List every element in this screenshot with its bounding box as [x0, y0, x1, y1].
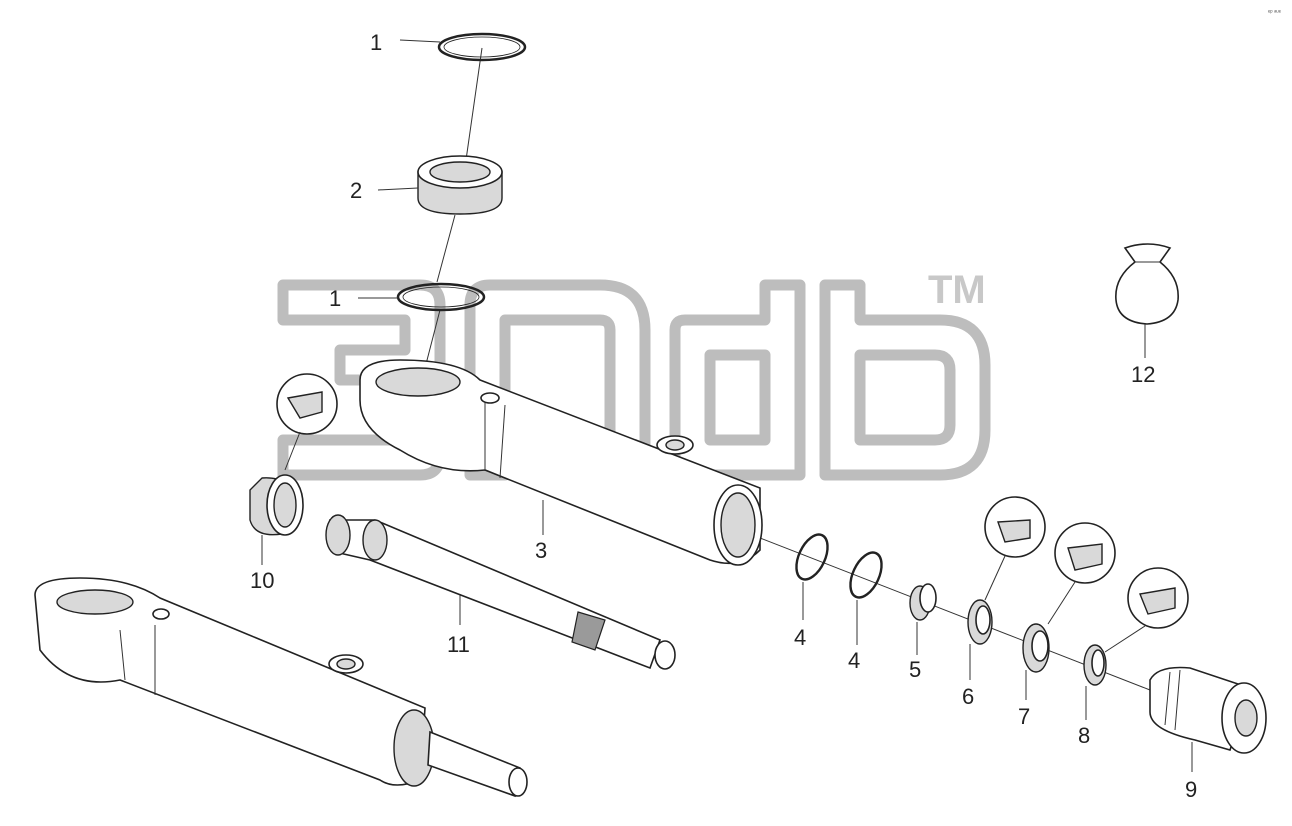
axis-line-top [465, 47, 483, 161]
callout-12: 12 [1131, 362, 1155, 387]
callout-3: 3 [535, 538, 547, 563]
bushing [417, 155, 503, 215]
retaining-ring-middle [396, 282, 486, 312]
callout-7: 7 [1018, 704, 1030, 729]
callout-1-top: 1 [370, 30, 382, 55]
callout-2: 2 [350, 178, 362, 203]
sleeve [249, 474, 304, 536]
parts-bag [1115, 243, 1179, 325]
piston-rod [325, 514, 676, 670]
watermark-tm: TM [928, 268, 986, 312]
seal-7 [1022, 623, 1050, 673]
retaining-ring-top [437, 32, 527, 62]
callout-4-b: 4 [848, 648, 860, 673]
o-ring-b [849, 551, 883, 599]
assembled-cylinder [34, 577, 528, 798]
axis-line-mid [436, 214, 456, 283]
guide-ring [909, 583, 937, 621]
callout-4-a: 4 [794, 625, 806, 650]
wiper-seal [1083, 644, 1107, 686]
gland-nut [1149, 666, 1267, 754]
callout-11: 11 [447, 632, 470, 657]
callout-labels: 1 2 1 3 4 4 5 6 7 8 9 10 11 12 [250, 30, 1197, 802]
leader-lines [261, 39, 1193, 772]
seal-detail-balloon-7 [1047, 522, 1116, 625]
seal-6 [967, 599, 993, 645]
seal-detail-balloon-8 [1104, 567, 1189, 653]
callout-10: 10 [250, 568, 274, 593]
corner-mark: ᵉᵖ ᵃᵘᵉ [1268, 10, 1282, 16]
callout-5: 5 [909, 657, 921, 682]
callout-8: 8 [1078, 723, 1090, 748]
cylinder-housing [359, 359, 763, 566]
o-ring-a [795, 533, 829, 581]
callout-9: 9 [1185, 777, 1197, 802]
seal-detail-balloon-6 [984, 496, 1046, 601]
callout-1-middle: 1 [329, 286, 341, 311]
seal-detail-balloon-10 [276, 373, 338, 471]
callout-6: 6 [962, 684, 974, 709]
